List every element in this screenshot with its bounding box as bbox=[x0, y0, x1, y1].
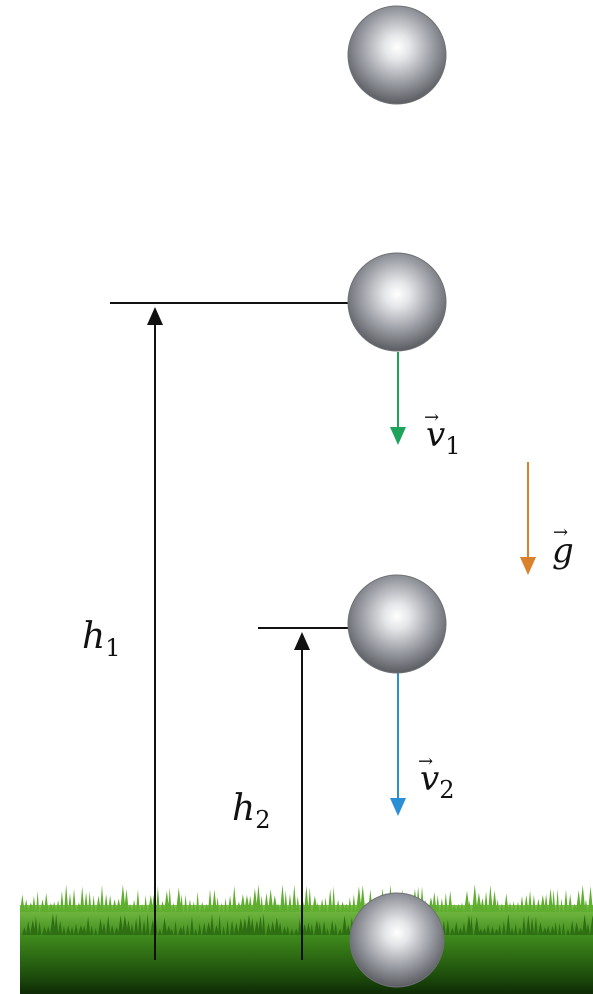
svg-text:v1: v1 bbox=[426, 415, 461, 460]
grass-ground bbox=[20, 884, 593, 994]
v2-label: v2 → bbox=[418, 751, 455, 804]
ball-position-1 bbox=[347, 252, 447, 352]
svg-text:g: g bbox=[552, 531, 574, 571]
ball-position-2 bbox=[347, 574, 447, 674]
v2-vector-arrow: → bbox=[418, 751, 433, 772]
h1-label: h1 bbox=[82, 616, 120, 662]
ball-top bbox=[347, 5, 447, 105]
ball-ground bbox=[349, 892, 445, 988]
g-label: g → bbox=[552, 522, 574, 571]
v1-vector-arrow: → bbox=[424, 407, 439, 428]
svg-text:v2: v2 bbox=[420, 759, 455, 804]
g-vector-arrow: → bbox=[553, 522, 568, 543]
h2-label: h2 bbox=[232, 788, 270, 834]
v1-label: v1 → bbox=[424, 407, 461, 460]
